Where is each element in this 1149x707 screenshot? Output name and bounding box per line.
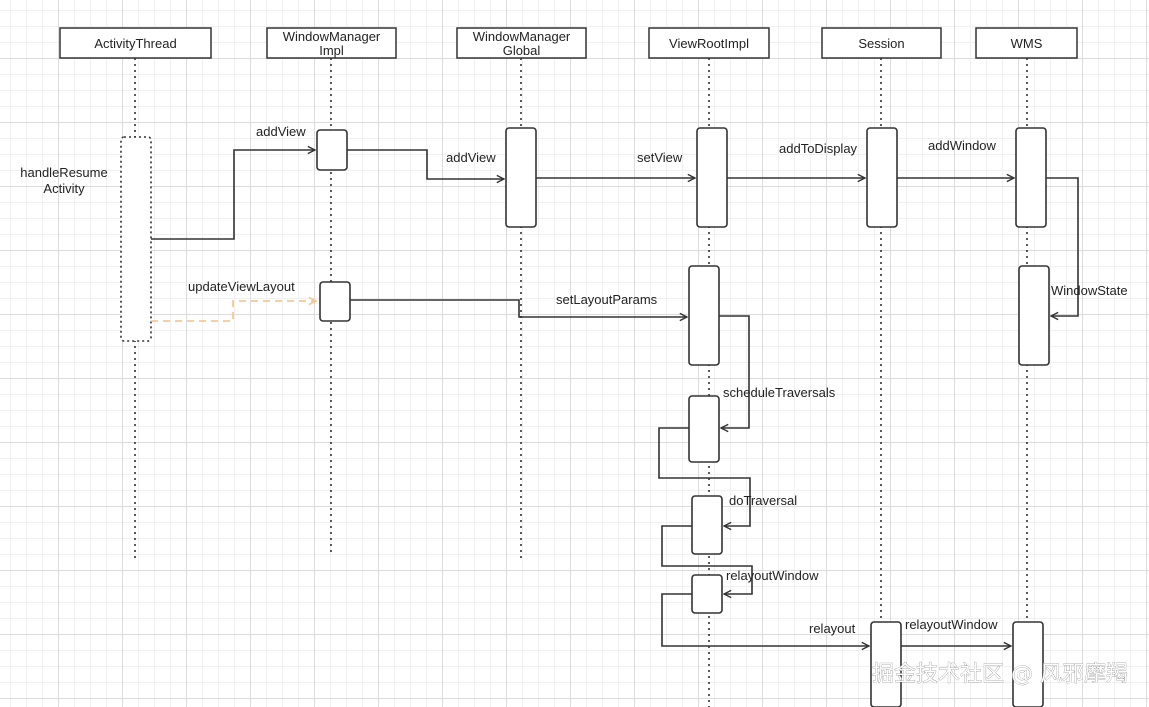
activation-vri-relayout: [691, 574, 723, 614]
participants: ActivityThread WindowManager Impl Window…: [59, 27, 1078, 59]
activation-vri-layout-params: [688, 265, 720, 366]
participant-wms: WMS: [975, 27, 1078, 59]
participant-wm-impl: WindowManager Impl: [266, 27, 397, 59]
participant-label: Impl: [319, 43, 344, 58]
activation-wm-global: [505, 127, 537, 228]
activation-vri-set-view: [696, 127, 728, 228]
activation-wm-impl-update: [319, 281, 351, 322]
message-label-update-view-layout: updateViewLayout: [188, 279, 295, 294]
participant-label: ViewRootImpl: [669, 36, 749, 51]
participant-activity-thread: ActivityThread: [59, 27, 212, 59]
message-arrow-relayout-window-1: [661, 525, 753, 594]
participant-label: WMS: [1011, 36, 1043, 51]
participant-label: Session: [858, 36, 904, 51]
message-label-do-traversal: doTraversal: [729, 493, 797, 508]
participant-view-root-impl: ViewRootImpl: [648, 27, 770, 59]
watermark: 掘金技术社区 @ 风邪摩羯: [872, 662, 1128, 687]
activation-session-display: [866, 127, 898, 228]
participant-label: WindowManager: [283, 29, 381, 44]
activation-session-relayout: [870, 621, 902, 707]
messages: [151, 149, 1079, 646]
message-label-set-view: setView: [637, 150, 683, 165]
activations: [120, 127, 1050, 707]
activation-wms-relayout: [1012, 621, 1044, 707]
labels: handleResume Activity addView addView se…: [20, 124, 1127, 636]
participant-label: Global: [503, 43, 541, 58]
message-arrow-add-view-1: [151, 150, 315, 240]
message-arrow-do-traversal: [658, 427, 751, 526]
message-label-window-state: WindowState: [1051, 283, 1128, 298]
message-arrow-window-state: [1046, 177, 1079, 316]
participant-session: Session: [821, 27, 942, 59]
message-label-relayout-window-2: relayoutWindow: [905, 617, 998, 632]
message-arrow-add-view-2: [347, 149, 504, 179]
message-label-set-layout-params: setLayoutParams: [556, 292, 658, 307]
message-arrow-set-layout-params: [350, 299, 687, 317]
activation-label: Activity: [43, 181, 85, 196]
message-arrow-relayout: [661, 593, 869, 646]
activation-label: handleResume: [20, 165, 107, 180]
activation-vri-traversal: [691, 495, 723, 555]
activation-wms-window-state: [1018, 265, 1050, 366]
message-arrow-schedule-traversals: [719, 315, 750, 428]
message-arrow-update-view-layout: [151, 301, 316, 322]
activation-wm-impl-add-view: [316, 129, 348, 171]
participant-label: ActivityThread: [94, 36, 176, 51]
message-label-add-view-2: addView: [446, 150, 496, 165]
activation-handle-resume: [120, 136, 152, 342]
message-label-add-view-1: addView: [256, 124, 306, 139]
message-label-relayout-window-1: relayoutWindow: [726, 568, 819, 583]
message-label-add-window: addWindow: [928, 138, 997, 153]
activation-wms-add-window: [1015, 127, 1047, 228]
participant-wm-global: WindowManager Global: [456, 27, 587, 59]
activation-vri-schedule: [688, 395, 720, 463]
message-label-schedule-traversals: scheduleTraversals: [723, 385, 836, 400]
message-label-relayout: relayout: [809, 621, 856, 636]
participant-label: WindowManager: [473, 29, 571, 44]
message-label-add-to-display: addToDisplay: [779, 141, 858, 156]
